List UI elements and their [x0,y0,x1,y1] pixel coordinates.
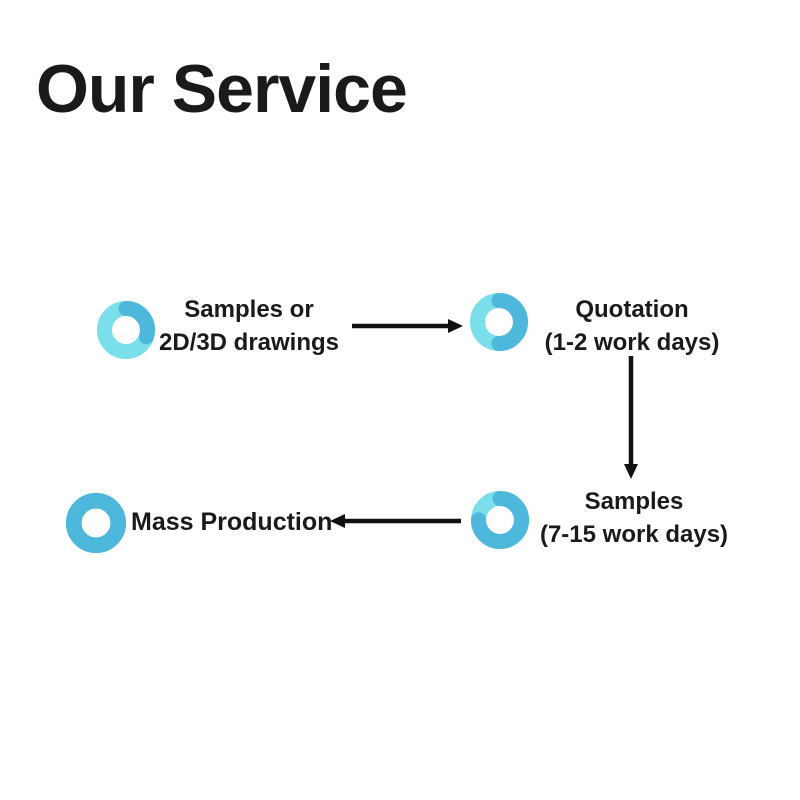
progress-ring-icon-step-4 [66,493,126,553]
step-label-line1: Samples or [184,296,314,323]
arrow-right-icon [352,319,463,333]
step-label-line2: (1-2 work days) [544,329,720,356]
progress-ring-icon-step-3 [471,491,529,549]
step-label-line2: (7-15 work days) [539,521,729,548]
arrow-left-icon [330,514,461,528]
step-label-samples-drawings: Samples or 2D/3D drawings [149,293,349,359]
progress-ring-icon-step-2 [470,293,528,351]
step-label-line1: Samples [584,488,684,515]
step-label-samples: Samples (7-15 work days) [534,485,734,551]
step-label-mass-production: Mass Production [131,506,332,539]
page-title: Our Service [36,51,408,127]
step-label-line1: Quotation [575,296,689,323]
step-label-line2: 2D/3D drawings [158,329,340,356]
step-label-quotation: Quotation (1-2 work days) [532,293,732,359]
step-label-line1: Mass Production [131,508,333,536]
progress-ring-icon-step-1 [97,301,155,359]
arrow-down-icon [624,356,638,479]
